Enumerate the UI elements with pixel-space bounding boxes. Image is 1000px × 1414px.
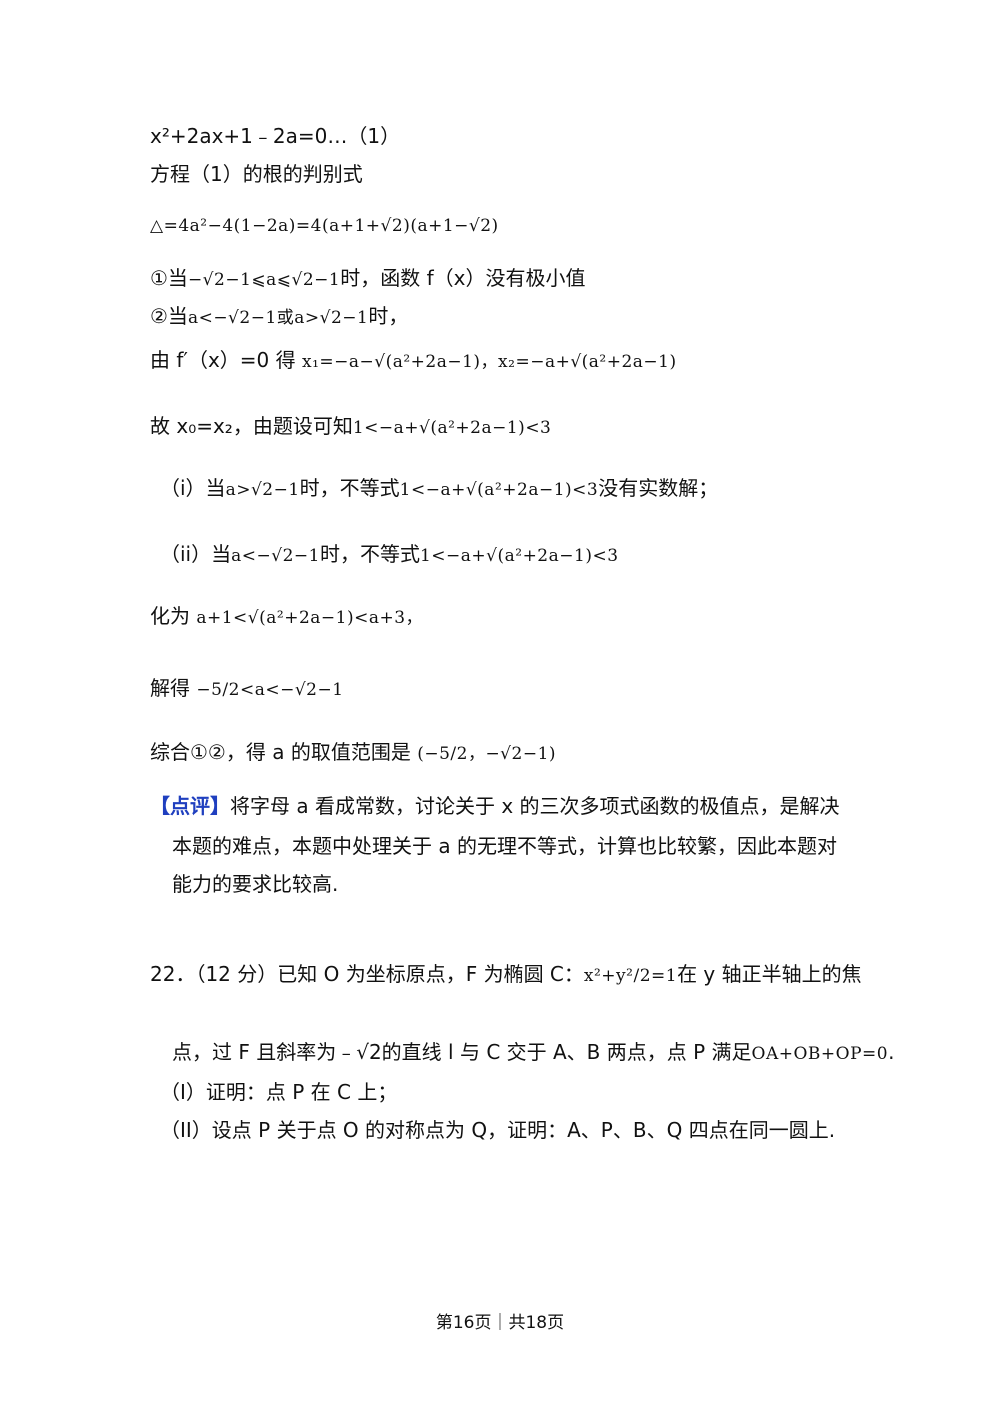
case-1-conclusion: 时，函数 f（x）没有极小值 [340, 266, 586, 290]
given-condition-inequality: 1<−a+√(a²+2a−1)<3 [352, 418, 552, 438]
subcase-i-line: （i）当a>√2−1时，不等式1<−a+√(a²+2a−1)<3没有实数解； [160, 474, 718, 504]
discriminant-heading: 方程（1）的根的判别式 [150, 160, 363, 188]
comment-label: 【点评】 [150, 794, 230, 818]
roots-prefix: 由 f′（x）=0 得 [150, 348, 296, 372]
problem-22-line-1: 22．（12 分）已知 O 为坐标原点，F 为椭圆 C：x²+y²/2=1在 y… [150, 960, 862, 990]
roots-formula: x₁=−a−√(a²+2a−1)，x₂=−a+√(a²+2a−1) [301, 352, 677, 372]
subcase-i-prefix: （i）当 [160, 476, 226, 500]
comment-line-3: 能力的要求比较高. [172, 870, 338, 898]
equation-line-1: x²+2ax+1﹣2a=0…（1） [150, 122, 400, 150]
range-interval: (−5/2，−√2−1) [417, 744, 557, 764]
problem-22-period: . [888, 1040, 895, 1064]
equation-1: x²+2ax+1﹣2a=0…（1） [150, 124, 401, 148]
comment-text-2: 本题的难点，本题中处理关于 a 的无理不等式，计算也比较繁，因此本题对 [172, 834, 837, 858]
subcase-ii-condition: a<−√2−1 [231, 546, 320, 566]
case-2-line: ②当a<−√2−1或a>√2−1时， [150, 302, 408, 332]
subcase-i-conclusion: 没有实数解； [598, 476, 719, 500]
solution-line: 解得 −5/2<a<−√2−1 [150, 674, 344, 704]
ellipse-equation: x²+y²/2=1 [583, 966, 678, 986]
roots-line: 由 f′（x）=0 得 x₁=−a−√(a²+2a−1)，x₂=−a+√(a²+… [150, 346, 677, 376]
given-condition-prefix: 故 x₀=x₂，由题设可知 [150, 414, 353, 438]
problem-22-part-1: （I）证明：点 P 在 C 上； [160, 1078, 397, 1106]
case-1-condition: −√2−1⩽a⩽√2−1 [187, 270, 341, 290]
transform-prefix: 化为 [150, 604, 190, 628]
comment-line-2: 本题的难点，本题中处理关于 a 的无理不等式，计算也比较繁，因此本题对 [172, 832, 837, 860]
case-1-prefix: ①当 [150, 266, 188, 290]
subcase-i-middle: 时，不等式 [299, 476, 400, 500]
comment-line-1: 【点评】将字母 a 看成常数，讨论关于 x 的三次多项式函数的极值点，是解决 [150, 792, 840, 820]
subcase-ii-line: （ii）当a<−√2−1时，不等式1<−a+√(a²+2a−1)<3 [160, 540, 619, 570]
range-line: 综合①②，得 a 的取值范围是 (−5/2，−√2−1) [150, 738, 556, 768]
subcase-i-inequality: 1<−a+√(a²+2a−1)<3 [399, 480, 599, 500]
transform-inequality: a+1<√(a²+2a−1)<a+3， [196, 608, 424, 628]
problem-22-condition: 点，过 F 且斜率为﹣√2的直线 l 与 C 交于 A、B 两点，点 P 满足 [172, 1040, 752, 1064]
case-2-suffix: 时， [368, 304, 409, 328]
part-1-text: （I）证明：点 P 在 C 上； [160, 1080, 398, 1104]
comment-text-1: 将字母 a 看成常数，讨论关于 x 的三次多项式函数的极值点，是解决 [230, 794, 840, 818]
subcase-ii-middle: 时，不等式 [319, 542, 420, 566]
part-2-text: （II）设点 P 关于点 O 的对称点为 Q，证明：A、P、B、Q 四点在同一圆… [160, 1118, 836, 1142]
discriminant-expression: △=4a²−4(1−2a)=4(a+1+√2)(a+1−√2) [150, 216, 499, 236]
discriminant-text: 方程（1）的根的判别式 [150, 162, 363, 186]
case-1-line: ①当−√2−1⩽a⩽√2−1时，函数 f（x）没有极小值 [150, 264, 585, 294]
case-2-condition: a<−√2−1或a>√2−1 [187, 308, 369, 328]
problem-22-line-2: 点，过 F 且斜率为﹣√2的直线 l 与 C 交于 A、B 两点，点 P 满足O… [172, 1038, 894, 1068]
comment-text-3: 能力的要求比较高. [172, 872, 339, 896]
solution-prefix: 解得 [150, 676, 190, 700]
vector-equation: OA+OB+OP=0 [751, 1044, 889, 1064]
case-2-prefix: ②当 [150, 304, 188, 328]
range-prefix: 综合①②，得 a 的取值范围是 [150, 740, 411, 764]
subcase-i-condition: a>√2−1 [225, 480, 300, 500]
problem-22-part-2: （II）设点 P 关于点 O 的对称点为 Q，证明：A、P、B、Q 四点在同一圆… [160, 1116, 835, 1144]
subcase-ii-prefix: （ii）当 [160, 542, 232, 566]
subcase-ii-inequality: 1<−a+√(a²+2a−1)<3 [419, 546, 619, 566]
given-condition-line: 故 x₀=x₂，由题设可知1<−a+√(a²+2a−1)<3 [150, 412, 551, 442]
page-footer: 第16页｜共18页 [435, 1313, 565, 1333]
transform-line: 化为 a+1<√(a²+2a−1)<a+3， [150, 602, 423, 632]
problem-22-statement: 22．（12 分）已知 O 为坐标原点，F 为椭圆 C： [150, 962, 584, 986]
discriminant-formula: △=4a²−4(1−2a)=4(a+1+√2)(a+1−√2) [150, 212, 499, 240]
solution-inequality: −5/2<a<−√2−1 [196, 680, 344, 700]
problem-22-statement-end: 在 y 轴正半轴上的焦 [677, 962, 862, 986]
